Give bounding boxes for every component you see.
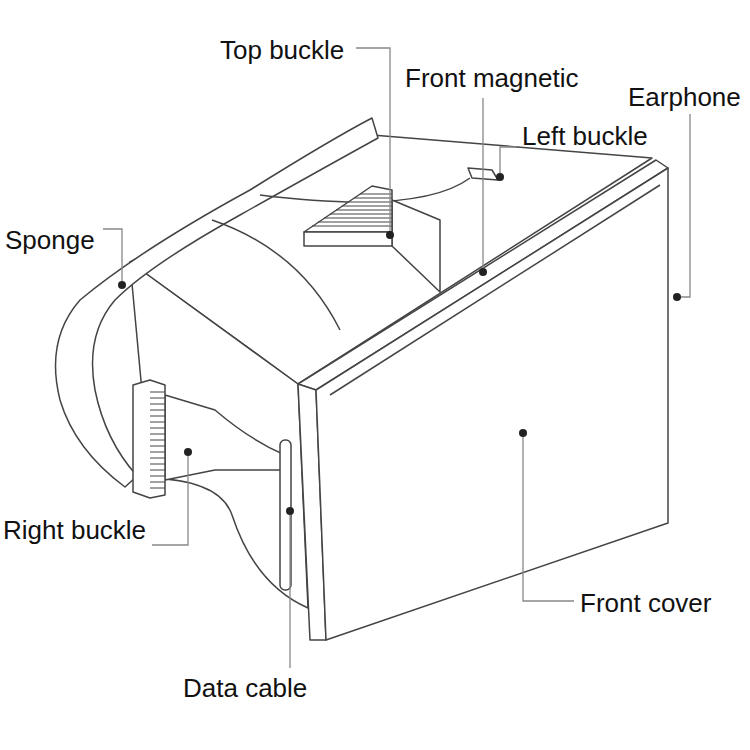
leader-line	[523, 437, 574, 601]
leader-line	[289, 515, 290, 668]
leader-dot	[519, 429, 527, 437]
top-buckle	[304, 232, 392, 246]
right-buckle-ribs	[150, 392, 165, 488]
top-buckle-ribs	[312, 194, 392, 226]
part-label: Top buckle	[220, 35, 344, 65]
leader-lines	[103, 48, 690, 668]
leader-line	[356, 48, 390, 231]
label-holder: Data cable	[183, 673, 307, 703]
label-holder: Front cover	[580, 588, 712, 618]
part-label: Left buckle	[522, 121, 648, 151]
body-side-surface	[130, 262, 308, 608]
part-label: Sponge	[5, 225, 95, 255]
part-label: Data cable	[183, 673, 307, 703]
leader-line	[500, 147, 516, 173]
leader-dot	[673, 293, 681, 301]
part-label: Earphone	[628, 82, 741, 112]
label-holder: Left buckle	[522, 121, 648, 151]
leader-dot	[118, 281, 126, 289]
label-holder: Top buckle	[220, 35, 344, 65]
leader-dot	[479, 268, 487, 276]
top-strap	[392, 200, 440, 292]
top-buckle	[304, 186, 392, 232]
part-label: Front cover	[580, 588, 712, 618]
label-holder: Front magnetic	[405, 63, 578, 93]
leader-dot	[386, 231, 394, 239]
right-strap	[165, 395, 285, 480]
label-holder: Right buckle	[3, 515, 146, 545]
label-holder: Earphone	[628, 82, 741, 112]
leader-line	[482, 98, 483, 268]
leader-line	[103, 229, 122, 281]
leader-line	[681, 114, 690, 297]
leader-dot	[286, 507, 294, 515]
leader-dot	[496, 173, 504, 181]
leader-dots	[118, 173, 681, 515]
leader-dot	[184, 448, 192, 456]
right-buckle	[133, 380, 165, 498]
part-label: Right buckle	[3, 515, 146, 545]
label-holder: Sponge	[5, 225, 95, 255]
headset-body	[56, 118, 669, 640]
part-label: Front magnetic	[405, 63, 578, 93]
leader-line	[152, 456, 188, 545]
